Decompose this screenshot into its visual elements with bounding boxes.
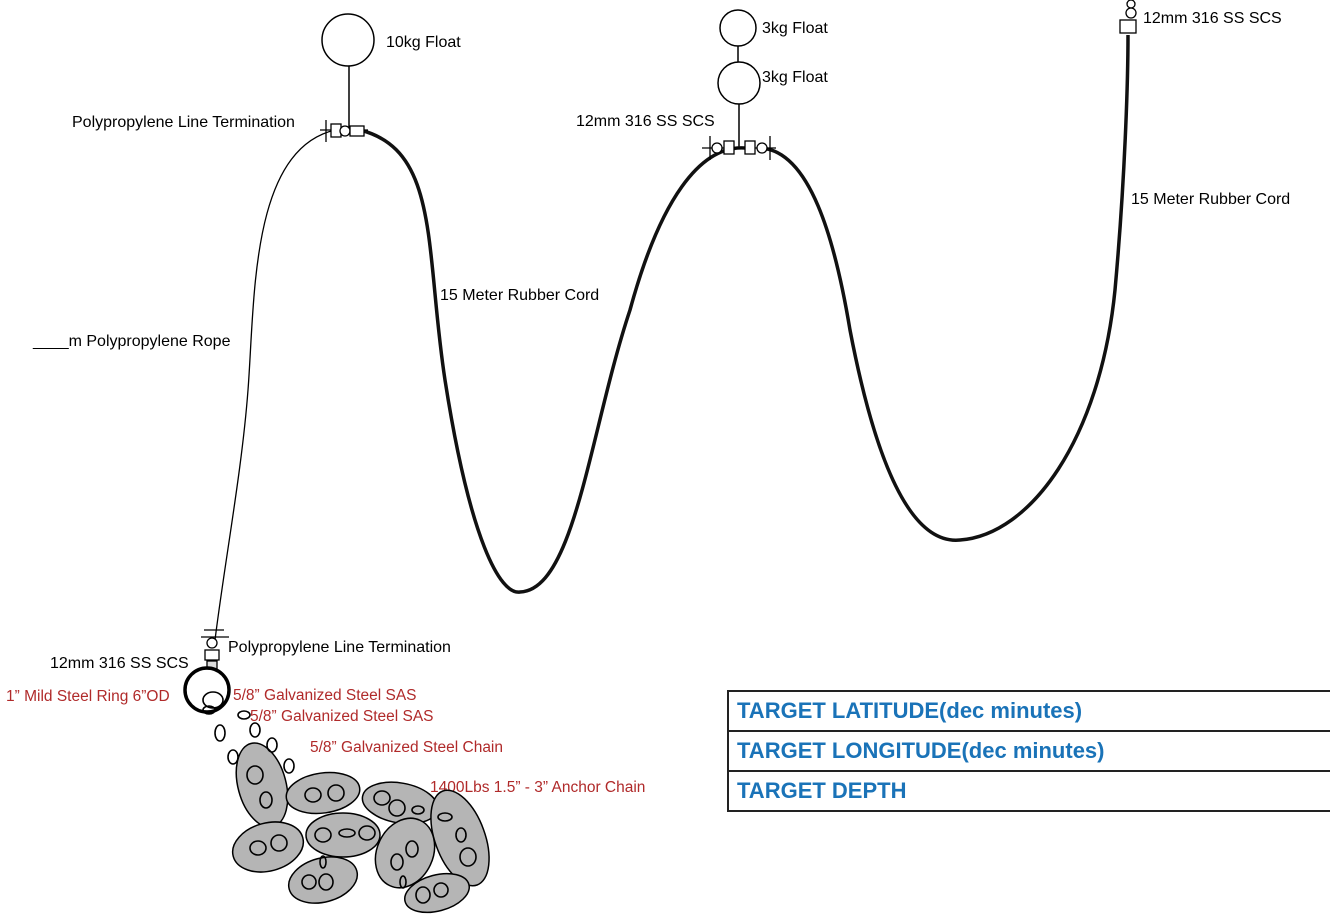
anchor-chain-clump (231, 742, 490, 914)
target-longitude-row: TARGET LONGITUDE(dec minutes) (727, 730, 1330, 772)
scs-mid-label: 12mm 316 SS SCS (576, 113, 715, 130)
termination-bottom (201, 629, 229, 670)
chain-links (202, 691, 477, 904)
sas-2-label: 5/8” Galvanized Steel SAS (250, 708, 434, 725)
sas-1-label: 5/8” Galvanized Steel SAS (233, 687, 417, 704)
rubber-cord-mid-label: 15 Meter Rubber Cord (440, 287, 599, 304)
rubber-cord-1 (359, 128, 746, 594)
anchor-chain-label: 1400Lbs 1.5” - 3” Anchor Chain (430, 779, 645, 796)
float-10kg-label: 10kg Float (386, 34, 461, 51)
float-10kg (321, 13, 375, 67)
termination-middle (702, 136, 776, 160)
target-depth: TARGET DEPTH (727, 770, 1330, 812)
float-3kg-top-label: 3kg Float (762, 20, 828, 37)
target-longitude: TARGET LONGITUDE(dec minutes) (727, 730, 1330, 772)
float-3kg-top (719, 9, 757, 47)
rubber-cord-2 (759, 34, 1130, 542)
rubber-cord-right-label: 15 Meter Rubber Cord (1131, 191, 1290, 208)
termination-top-left (320, 120, 368, 142)
scs-top-right (1119, 0, 1137, 34)
scs-top-right-label: 12mm 316 SS SCS (1143, 10, 1282, 27)
steel-ring (183, 666, 231, 714)
steel-ring-label: 1” Mild Steel Ring 6”OD (6, 688, 170, 705)
float-3kg-bottom (717, 61, 761, 105)
poly-termination-bottom-label: Polypropylene Line Termination (228, 639, 451, 656)
target-latitude-row: TARGET LATITUDE(dec minutes) (727, 690, 1330, 732)
float-3kg-bottom-label: 3kg Float (762, 69, 828, 86)
poly-termination-top-label: Polypropylene Line Termination (72, 114, 295, 131)
target-latitude: TARGET LATITUDE(dec minutes) (727, 690, 1330, 732)
polypropylene-rope (214, 129, 336, 641)
scs-bottom-label: 12mm 316 SS SCS (50, 655, 189, 672)
target-depth-row: TARGET DEPTH (727, 770, 1330, 812)
target-table: TARGET LATITUDE(dec minutes) TARGET LONG… (727, 690, 1330, 812)
steel-chain-label: 5/8” Galvanized Steel Chain (310, 739, 503, 756)
poly-rope-label: ____m Polypropylene Rope (32, 333, 231, 350)
